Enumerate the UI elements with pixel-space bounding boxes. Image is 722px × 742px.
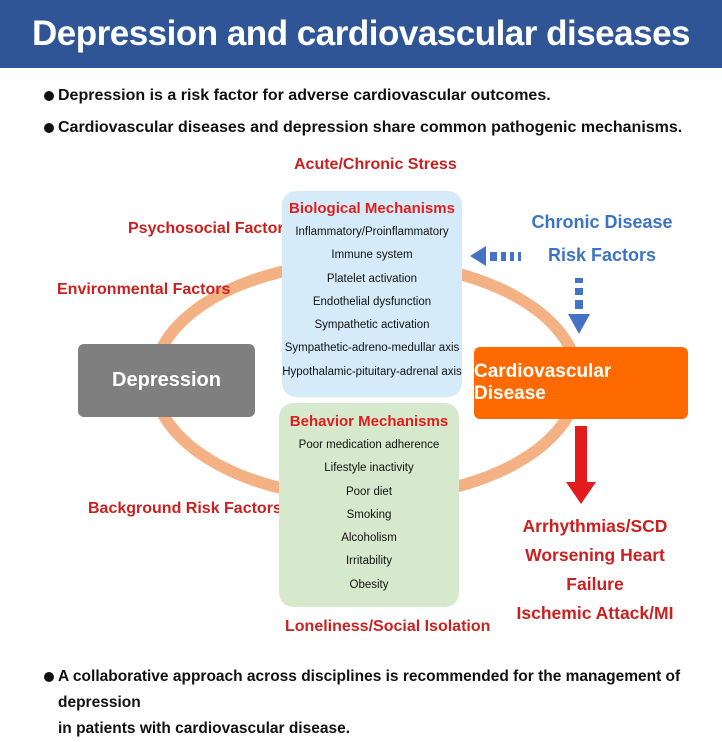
outcome-arrhythmias: Arrhythmias/SCD bbox=[522, 516, 668, 536]
behavior-item: Smoking bbox=[346, 508, 392, 521]
bullet-text-line1: A collaborative approach across discipli… bbox=[58, 668, 681, 711]
arrows-layer bbox=[470, 246, 596, 504]
bullet-dot-icon bbox=[44, 672, 54, 682]
biological-item: Sympathetic-adreno-medullar axis bbox=[284, 342, 460, 355]
bullet-risk-factor: Depression is a risk factor for adverse … bbox=[44, 84, 551, 108]
behavior-mechanisms-title: Behavior Mechanisms bbox=[289, 413, 449, 430]
page-title: Depression and cardiovascular diseases bbox=[32, 14, 691, 53]
biological-mechanisms-box: Biological Mechanisms Inflammatory/Proin… bbox=[282, 191, 462, 397]
behavior-item: Alcoholism bbox=[341, 532, 397, 545]
behavior-item: Irritability bbox=[345, 555, 392, 568]
bullet-collaborative-approach: A collaborative approach across discipli… bbox=[44, 664, 722, 742]
label-psychosocial-factors: Psychosocial Factors bbox=[128, 220, 293, 237]
red-down-arrow-icon bbox=[566, 426, 596, 504]
behavior-item: Poor diet bbox=[345, 485, 393, 498]
bullet-text: Cardiovascular diseases and depression s… bbox=[58, 119, 683, 136]
chronic-disease-line1: Chronic Disease bbox=[531, 212, 673, 232]
behavior-mechanisms-box: Behavior Mechanisms Poor medication adhe… bbox=[279, 403, 459, 607]
depression-label: Depression bbox=[112, 369, 221, 391]
biological-item: Sympathetic activation bbox=[314, 319, 430, 332]
bullet-text-line2: in patients with cardiovascular disease. bbox=[58, 720, 351, 737]
dashed-left-arrow-icon bbox=[470, 246, 521, 266]
depression-box: Depression bbox=[78, 344, 255, 417]
bullet-dot-icon bbox=[44, 123, 54, 133]
chronic-disease-line2: Risk Factors bbox=[547, 245, 657, 265]
bullet-dot-icon bbox=[44, 91, 54, 101]
label-chronic-disease-risk-factors: Chronic Disease Risk Factors bbox=[522, 206, 682, 272]
biological-item: Platelet activation bbox=[326, 272, 418, 285]
dashed-down-arrow-icon bbox=[568, 278, 590, 334]
cardiovascular-disease-box: Cardiovascular Disease bbox=[474, 347, 688, 419]
biological-item: Hypothalamic-pituitary-adrenal axis bbox=[282, 365, 462, 378]
biological-item: Immune system bbox=[331, 249, 413, 262]
outcome-ischemic-attack: Ischemic Attack/MI bbox=[516, 603, 674, 623]
outcome-heart-failure: Worsening Heart Failure bbox=[525, 545, 665, 594]
cardiovascular-disease-label: Cardiovascular Disease bbox=[474, 361, 612, 404]
bullet-text: Depression is a risk factor for adverse … bbox=[58, 87, 551, 104]
label-acute-chronic-stress: Acute/Chronic Stress bbox=[294, 156, 457, 173]
behavior-item: Poor medication adherence bbox=[298, 439, 440, 451]
biological-item: Endothelial dysfunction bbox=[312, 295, 432, 308]
behavior-item: Obesity bbox=[349, 578, 389, 591]
outcomes-list: Arrhythmias/SCD Worsening Heart Failure … bbox=[500, 512, 690, 628]
biological-item: Inflammatory/Proinflammatory bbox=[295, 226, 449, 238]
label-loneliness-social-isolation: Loneliness/Social Isolation bbox=[285, 618, 491, 635]
header-bar: Depression and cardiovascular diseases bbox=[0, 0, 722, 68]
label-environmental-factors: Environmental Factors bbox=[57, 281, 231, 298]
label-background-risk-factors: Background Risk Factors bbox=[88, 500, 282, 517]
behavior-item: Lifestyle inactivity bbox=[324, 462, 414, 475]
biological-mechanisms-title: Biological Mechanisms bbox=[289, 200, 455, 217]
bullet-shared-mechanisms: Cardiovascular diseases and depression s… bbox=[44, 116, 683, 140]
